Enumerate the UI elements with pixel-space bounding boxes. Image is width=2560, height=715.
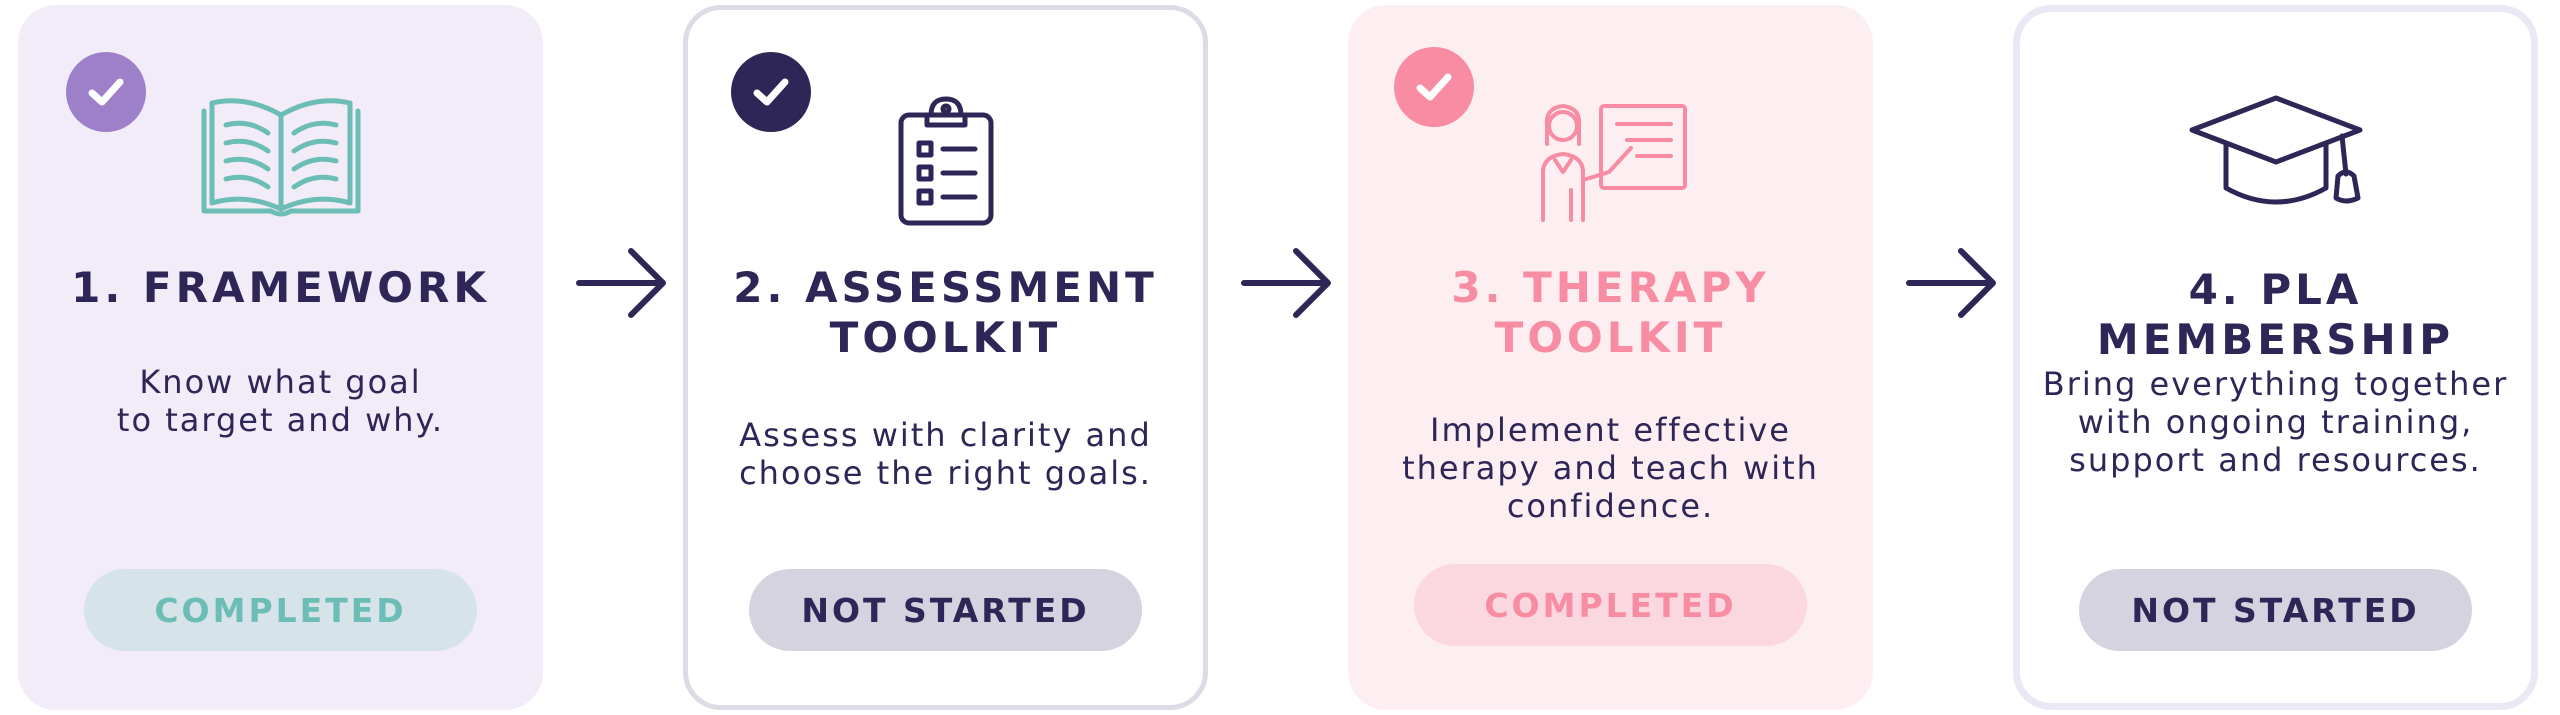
step-card-framework[interactable]: 1. FRAMEWORK Know what goal to target an… [18,5,543,710]
description-line: therapy and teach with [1402,449,1819,487]
step-description: Bring everything together with ongoing t… [2040,365,2511,479]
description-line: Implement effective [1430,411,1791,449]
check-icon [66,52,146,132]
description-line: choose the right goals. [739,454,1152,492]
description-line: support and resources. [2069,441,2482,479]
title-line: 3. THERAPY [1451,263,1770,312]
clipboard-checklist-icon [688,95,1203,227]
title-line: 2. ASSESSMENT [733,263,1158,312]
description-line: Assess with clarity and [739,416,1152,454]
status-badge: NOT STARTED [2079,569,2472,651]
step-description: Know what goal to target and why. [38,363,523,439]
step-description: Assess with clarity and choose the right… [708,416,1183,492]
step-title: 1. FRAMEWORK [71,263,490,312]
step-title: 3. THERAPY TOOLKIT [1348,263,1873,363]
open-book-icon [18,93,543,225]
description-line: to target and why. [116,401,445,439]
step-title: 2. ASSESSMENT TOOLKIT [688,263,1203,363]
status-badge: NOT STARTED [749,569,1142,651]
description-line: Know what goal [139,363,422,401]
step-description: Implement effective therapy and teach wi… [1368,411,1853,525]
status-badge: COMPLETED [84,569,477,651]
check-icon [1394,47,1474,127]
check-icon [731,52,811,132]
description-line: confidence. [1506,487,1715,525]
arrow-right-icon [575,245,671,321]
title-line: TOOLKIT [1494,313,1727,362]
status-badge: COMPLETED [1414,564,1807,646]
arrow-right-icon [1905,245,2001,321]
step-card-therapy-toolkit[interactable]: 3. THERAPY TOOLKIT Implement effective t… [1348,5,1873,710]
graduation-cap-icon [2020,88,2531,220]
teacher-whiteboard-icon [1348,95,1873,227]
description-line: Bring everything together [2042,365,2509,403]
arrow-right-icon [1240,245,1336,321]
step-title: 4. PLA MEMBERSHIP [2096,265,2455,364]
step-card-assessment-toolkit[interactable]: 2. ASSESSMENT TOOLKIT Assess with clarit… [683,5,1208,710]
step-card-pla-membership[interactable]: 4. PLA MEMBERSHIP Bring everything toget… [2013,5,2538,710]
description-line: with ongoing training, [2077,403,2474,441]
title-line: TOOLKIT [829,313,1062,362]
